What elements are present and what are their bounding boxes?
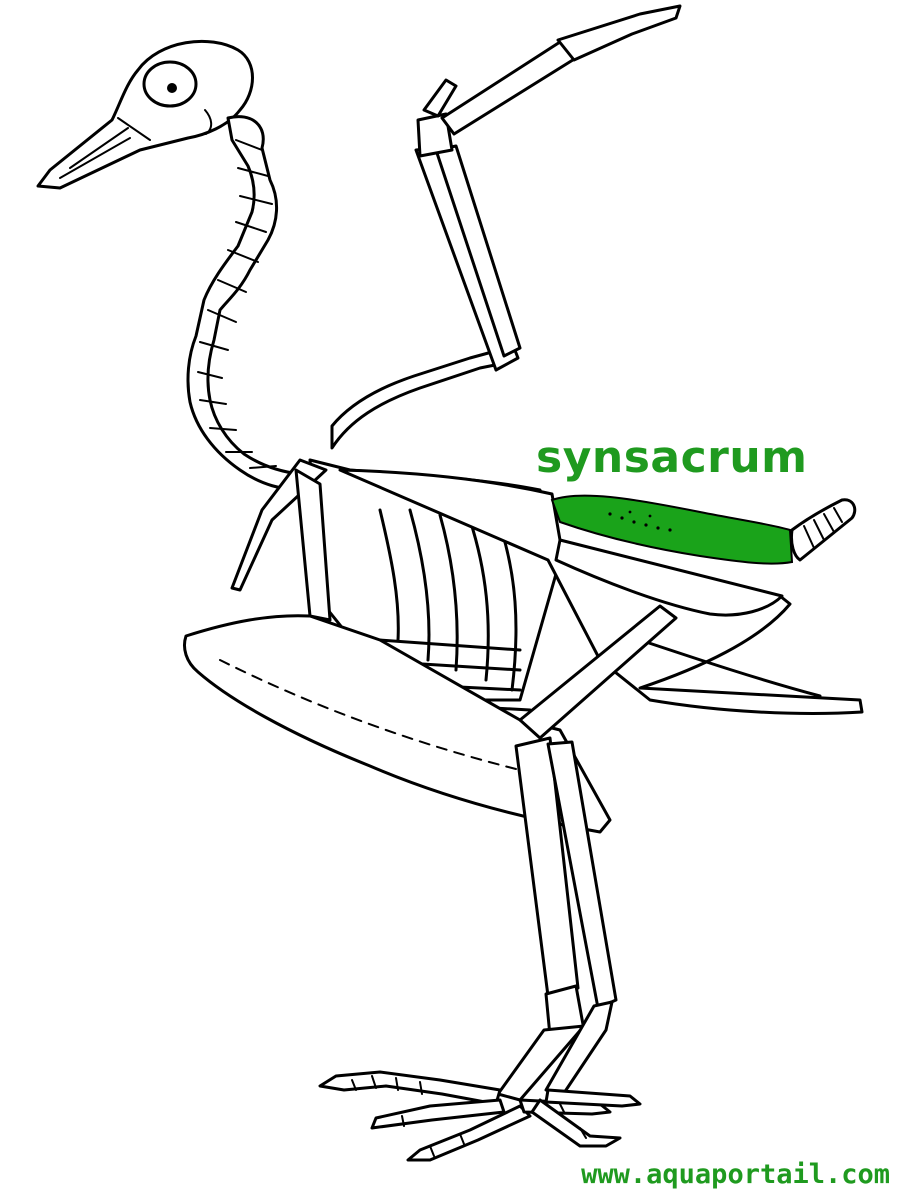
- pygostyle: [790, 498, 857, 562]
- synsacrum-pores: [608, 510, 672, 532]
- synsacrum-label: synsacrum: [536, 432, 808, 483]
- site-watermark: www.aquaportail.com: [581, 1159, 890, 1190]
- feet: [318, 1070, 642, 1162]
- sternum-keel: [183, 614, 612, 834]
- synsacrum-highlight: [550, 494, 794, 565]
- skull: [36, 39, 254, 190]
- wing: [330, 4, 682, 450]
- leg: [496, 604, 678, 1102]
- pelvis: [338, 468, 864, 715]
- cervical-vertebrae: [186, 115, 308, 491]
